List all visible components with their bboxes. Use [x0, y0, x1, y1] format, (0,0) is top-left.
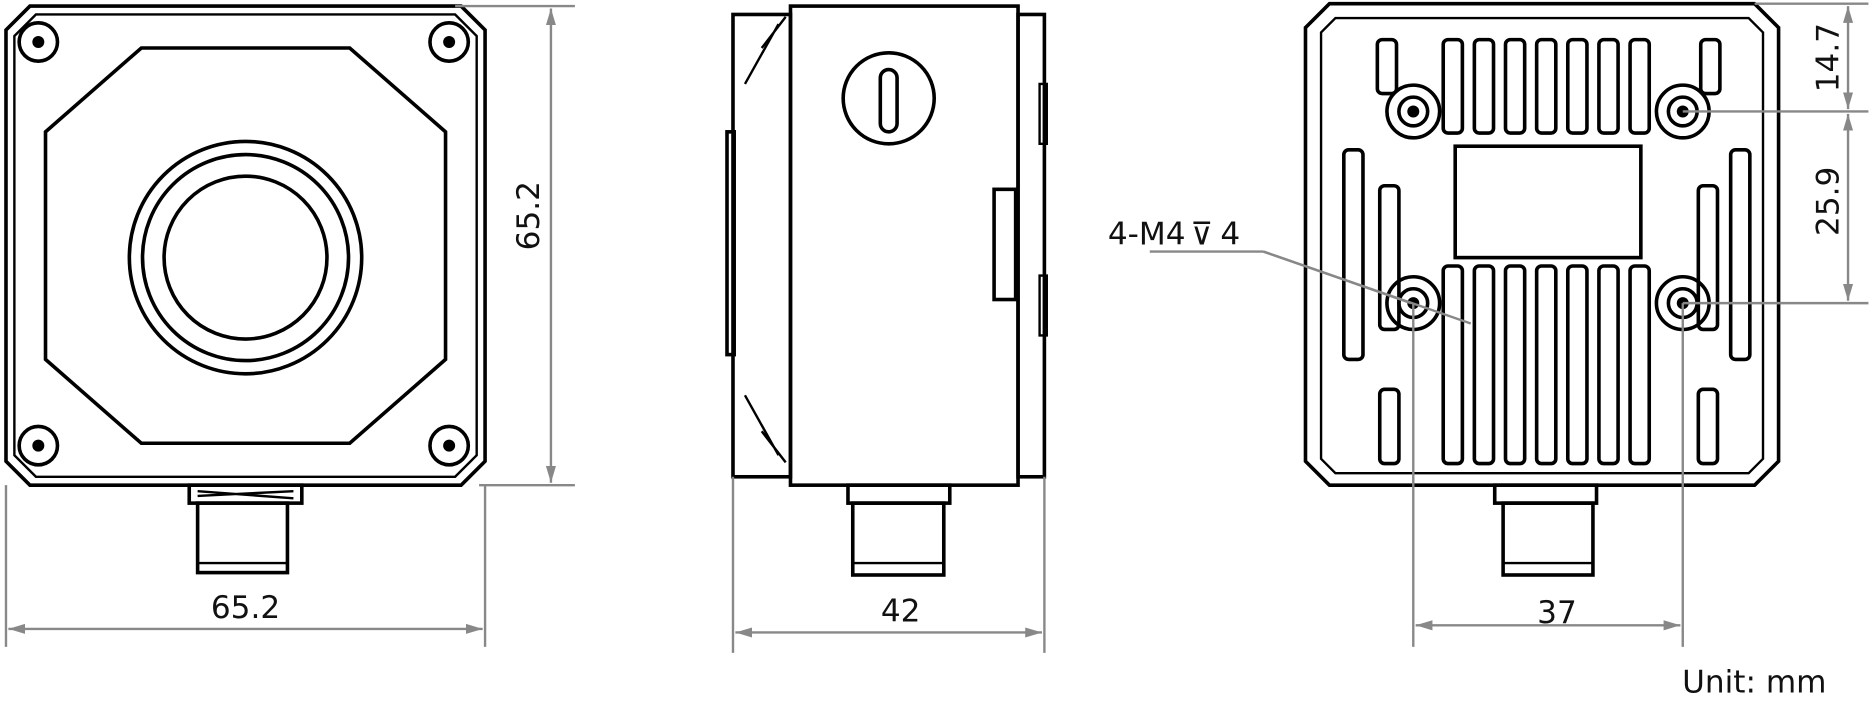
front-view: 65.2 65.2: [4, 4, 575, 647]
fin: [1534, 37, 1558, 135]
top-offset-label: 14.7: [1810, 23, 1846, 92]
hole-spacing-label: 37: [1537, 595, 1577, 631]
side-view: 42: [725, 4, 1048, 653]
fin: [1696, 387, 1720, 466]
fin: [1696, 183, 1720, 332]
depth-dimension-label: 42: [881, 594, 921, 630]
fin: [1472, 264, 1496, 466]
fin: [1628, 264, 1652, 466]
fin: [1628, 37, 1652, 135]
fin: [1472, 37, 1496, 135]
fin: [1728, 148, 1752, 362]
unit-label: Unit: mm: [1682, 664, 1826, 700]
cooling-fins: [1342, 37, 1752, 466]
back-view: 4-M4⊽4 37 14.7 25.9: [1108, 1, 1869, 647]
label-plate: [1453, 144, 1643, 260]
width-dimension-label: 65.2: [211, 590, 280, 626]
lens-ring: [127, 139, 364, 376]
thread-callout: 4-M4⊽4: [1108, 216, 1240, 252]
fin: [1377, 387, 1401, 466]
back-dimensions: 4-M4⊽4 37 14.7 25.9: [1108, 2, 1869, 647]
screw-icons: [17, 21, 471, 467]
fin: [1597, 264, 1620, 466]
fin: [1565, 264, 1589, 466]
front-dimensions: 65.2 65.2: [4, 4, 575, 647]
connector: [187, 483, 304, 575]
fin: [1503, 264, 1527, 466]
fin: [1698, 37, 1722, 96]
fin: [1377, 183, 1401, 332]
height-dimension-label: 65.2: [511, 181, 547, 250]
fin: [1565, 37, 1589, 135]
back-connector: [1492, 483, 1599, 577]
fin: [1597, 37, 1620, 135]
fin: [1342, 148, 1365, 362]
vertical-spacing-label: 25.9: [1810, 167, 1846, 236]
fin: [1503, 37, 1527, 135]
fin: [1441, 37, 1465, 135]
fin: [1441, 264, 1465, 466]
fin: [1375, 37, 1399, 96]
lens: [162, 174, 329, 341]
focus-knob: [841, 51, 936, 146]
side-connector: [846, 483, 952, 577]
mounting-holes: [1385, 83, 1711, 332]
fin: [1534, 264, 1558, 466]
